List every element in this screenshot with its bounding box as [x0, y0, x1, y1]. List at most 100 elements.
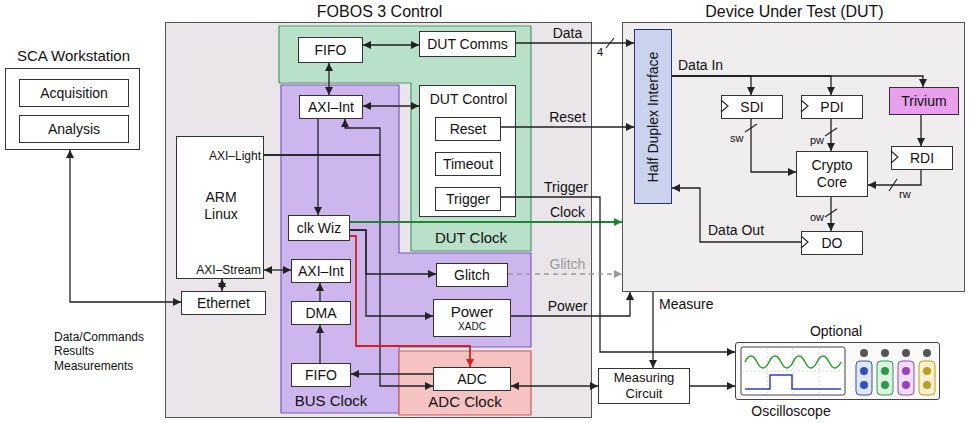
process-box: PDI: [801, 95, 863, 119]
connector: [70, 150, 181, 302]
node-label: Power: [451, 303, 494, 321]
edge-label: Clock: [545, 204, 590, 221]
bus-width-slash: [889, 179, 897, 191]
signal-width-label: rw: [899, 188, 911, 201]
process-box: ADC: [433, 367, 511, 391]
process-box: AXI–Int: [299, 95, 363, 119]
scope-button: [902, 367, 910, 375]
edge-label: Glitch: [545, 256, 590, 273]
node-label: Ethernet: [197, 295, 250, 312]
bus-width-slash: [825, 209, 837, 217]
heading-label: AXI–Light: [179, 149, 261, 163]
heading-label: Device Under Test (DUT): [623, 2, 966, 21]
clock-input-symbol: [721, 100, 728, 112]
scope-channel: [856, 361, 872, 395]
connector: [317, 119, 318, 215]
node-label: Measuring Circuit: [603, 370, 685, 401]
scope-button: [881, 381, 889, 389]
bus-width-slash: [745, 124, 757, 132]
oscilloscope: OptionalOscilloscope: [735, 342, 940, 400]
scope-button: [860, 381, 868, 389]
node-label: ADC: [457, 371, 487, 388]
connector: [501, 197, 735, 352]
heading-label: AXI–Stream: [179, 263, 261, 277]
node-label: DMA: [305, 305, 336, 322]
node-label: Trivium: [901, 93, 946, 110]
node-label: DO: [822, 235, 843, 252]
connector: [264, 119, 380, 155]
connector: [920, 115, 921, 146]
workstation-box: SCA WorkstationAcquisitionAnalysis: [5, 68, 140, 150]
connector: [501, 126, 634, 127]
connector: [363, 44, 419, 45]
connector: [221, 279, 222, 291]
edge-label: Power: [545, 298, 590, 315]
process-box: FIFO: [291, 363, 351, 387]
scope-screen: [741, 347, 845, 395]
process-box: Glitch: [436, 263, 508, 287]
process-box: clk Wiz: [288, 215, 350, 241]
heading-label: FOBOS 3 Control: [166, 2, 593, 21]
node-label: AXI–Int: [308, 99, 354, 116]
process-box: SDI: [721, 95, 783, 119]
node-label: Glitch: [454, 267, 490, 284]
node-label: Reset: [450, 121, 487, 138]
process-box: Analysis: [19, 115, 129, 143]
process-box: DUT Comms: [419, 31, 516, 57]
region-fill: [399, 351, 531, 415]
process-box: FIFO: [298, 37, 363, 63]
connector: [363, 105, 419, 106]
scope-button: [923, 381, 931, 389]
node-label: Timeout: [443, 156, 493, 173]
edge-label: Data Out: [708, 222, 780, 239]
scope-button: [860, 367, 868, 375]
connector: [652, 292, 653, 368]
edge-label: Data In: [678, 57, 740, 74]
scope-channel: [919, 361, 935, 395]
node-label: Acquisition: [40, 85, 108, 102]
process-box: Trivium: [889, 87, 959, 115]
signal-width-label: 4: [597, 46, 603, 59]
connector: [868, 170, 921, 185]
heading-label: DUT Control: [420, 91, 517, 108]
dut-box: Device Under Test (DUT)Half Duplex Inter…: [622, 22, 965, 292]
edge-label: Data/Commands Results Measurements: [54, 330, 154, 373]
connector: [751, 119, 796, 172]
node-label: XADC: [458, 321, 486, 333]
node-label: Trigger: [446, 191, 490, 208]
connector: [830, 119, 831, 151]
process-box: AXI–Int: [291, 259, 351, 283]
process-box: Acquisition: [19, 79, 129, 107]
process-box: PowerXADC: [433, 299, 511, 337]
connector: [350, 221, 622, 223]
node-label: PDI: [820, 99, 843, 116]
connector: [264, 269, 291, 270]
process-box: ARM LinuxAXI–LightAXI–Stream: [176, 136, 264, 279]
heading-label: Optional: [786, 323, 886, 340]
scope-channel: [898, 361, 914, 395]
interface-bar: Half Duplex Interface: [634, 29, 672, 204]
connector: [350, 236, 470, 367]
connector: [672, 76, 751, 95]
node-label: FIFO: [305, 367, 337, 384]
process-box: Crypto Core: [796, 151, 868, 197]
clock-domain: ADC ClockADC: [399, 351, 531, 415]
control-board: FOBOS 3 ControlARM LinuxAXI–LightAXI–Str…: [165, 22, 592, 418]
connector: [264, 155, 433, 386]
edge-label: Trigger: [541, 179, 591, 196]
clock-input-symbol: [891, 151, 898, 163]
node-label: Analysis: [48, 121, 100, 138]
connector: [508, 273, 622, 274]
connector: [350, 230, 436, 274]
connector: [319, 283, 320, 301]
connector: [328, 63, 329, 95]
scope-button: [902, 381, 910, 389]
scope-grid: [742, 348, 844, 394]
clock-input-symbol: [801, 236, 808, 248]
edge-label: Reset: [545, 109, 590, 126]
node-label: DUT Comms: [427, 36, 508, 53]
scope-knob: [860, 349, 868, 357]
